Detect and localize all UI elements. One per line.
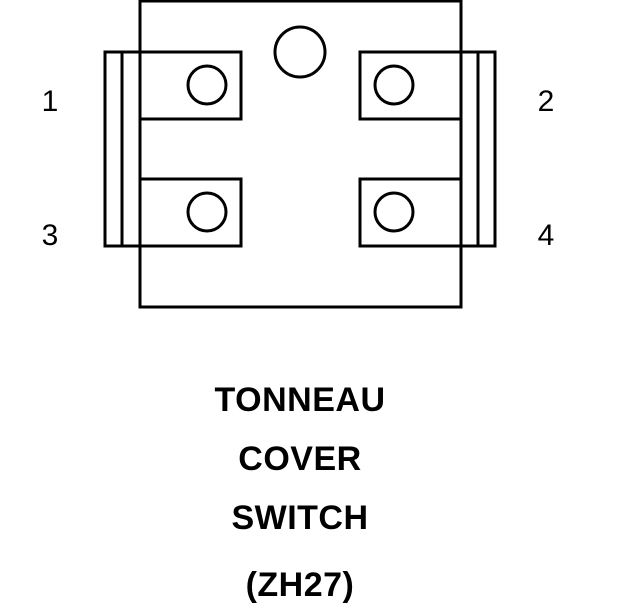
terminal-2-hole <box>373 64 415 106</box>
terminal-4 <box>358 177 463 248</box>
pin-label-2: 2 <box>538 85 555 118</box>
switch-body <box>138 0 463 309</box>
pin-label-1: 1 <box>42 85 59 118</box>
key-circle <box>273 25 327 79</box>
caption-line-2: COVER <box>238 440 362 478</box>
left-rail-outer <box>103 50 124 248</box>
terminal-1 <box>138 50 243 121</box>
terminal-4-hole <box>373 191 415 233</box>
right-rail-outer <box>476 50 497 248</box>
terminal-1-hole <box>186 64 228 106</box>
connector-diagram: 1 2 3 4 <box>42 0 555 309</box>
terminal-2 <box>358 50 463 121</box>
caption-line-3: SWITCH <box>231 499 369 537</box>
terminal-3 <box>138 177 243 248</box>
caption-code: (ZH27) <box>245 566 355 604</box>
pin-label-3: 3 <box>42 219 59 252</box>
terminal-3-hole <box>186 191 228 233</box>
right-rail-inner <box>459 50 480 248</box>
pin-label-4: 4 <box>538 219 555 252</box>
left-rail-inner <box>120 50 142 248</box>
caption-line-1: TONNEAU <box>214 381 386 419</box>
